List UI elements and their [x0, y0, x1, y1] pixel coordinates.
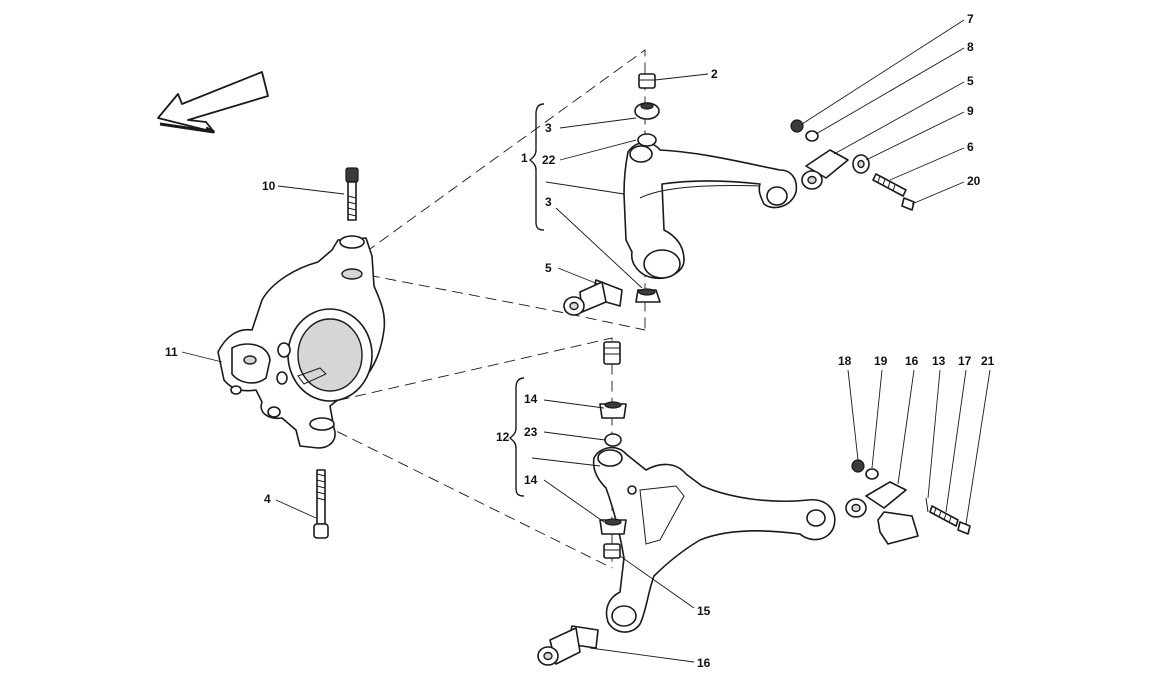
callout-4: 4 [264, 492, 271, 506]
upper-joint-parts [634, 73, 661, 303]
leader-lines [181, 19, 991, 663]
callout-3-upper: 3 [545, 121, 552, 135]
callout-23: 23 [524, 425, 538, 439]
callout-6: 6 [967, 140, 974, 154]
callout-16-bottom: 16 [697, 656, 711, 670]
callout-5-right: 5 [967, 74, 974, 88]
callout-labels: 2 3 22 1 3 5 7 8 5 9 6 20 10 11 4 14 23 … [165, 12, 995, 670]
callout-8: 8 [967, 40, 974, 54]
lower-control-arm [592, 446, 836, 633]
upper-control-arm [623, 141, 798, 280]
callout-14-upper: 14 [524, 392, 538, 406]
callout-11: 11 [165, 345, 178, 359]
callout-20: 20 [967, 174, 981, 188]
callout-18: 18 [838, 354, 852, 368]
callout-3-lower: 3 [545, 195, 552, 209]
lower-right-hardware [845, 459, 971, 545]
callout-14-lower: 14 [524, 473, 538, 487]
callout-9: 9 [967, 104, 974, 118]
bolt-10 [345, 167, 359, 221]
brace-1 [529, 103, 545, 231]
callout-12: 12 [496, 430, 510, 444]
callout-17: 17 [958, 354, 972, 368]
callout-2: 2 [711, 67, 718, 81]
bolt-4 [313, 469, 329, 539]
callout-15: 15 [697, 604, 711, 618]
callout-13: 13 [932, 354, 946, 368]
callout-7: 7 [967, 12, 974, 26]
callout-19: 19 [874, 354, 888, 368]
bushing-5-left [563, 279, 623, 316]
callout-16-right: 16 [905, 354, 919, 368]
upper-right-hardware [790, 119, 915, 211]
callout-10: 10 [262, 179, 276, 193]
callout-1: 1 [521, 151, 528, 165]
steering-knuckle [217, 235, 386, 449]
lower-joint-parts [599, 341, 627, 559]
brace-12 [509, 377, 525, 497]
bushing-16-bottom [537, 625, 599, 666]
callout-5-left: 5 [545, 261, 552, 275]
callout-21: 21 [981, 354, 995, 368]
callout-22: 22 [542, 153, 556, 167]
front-direction-arrow-icon [157, 71, 269, 134]
